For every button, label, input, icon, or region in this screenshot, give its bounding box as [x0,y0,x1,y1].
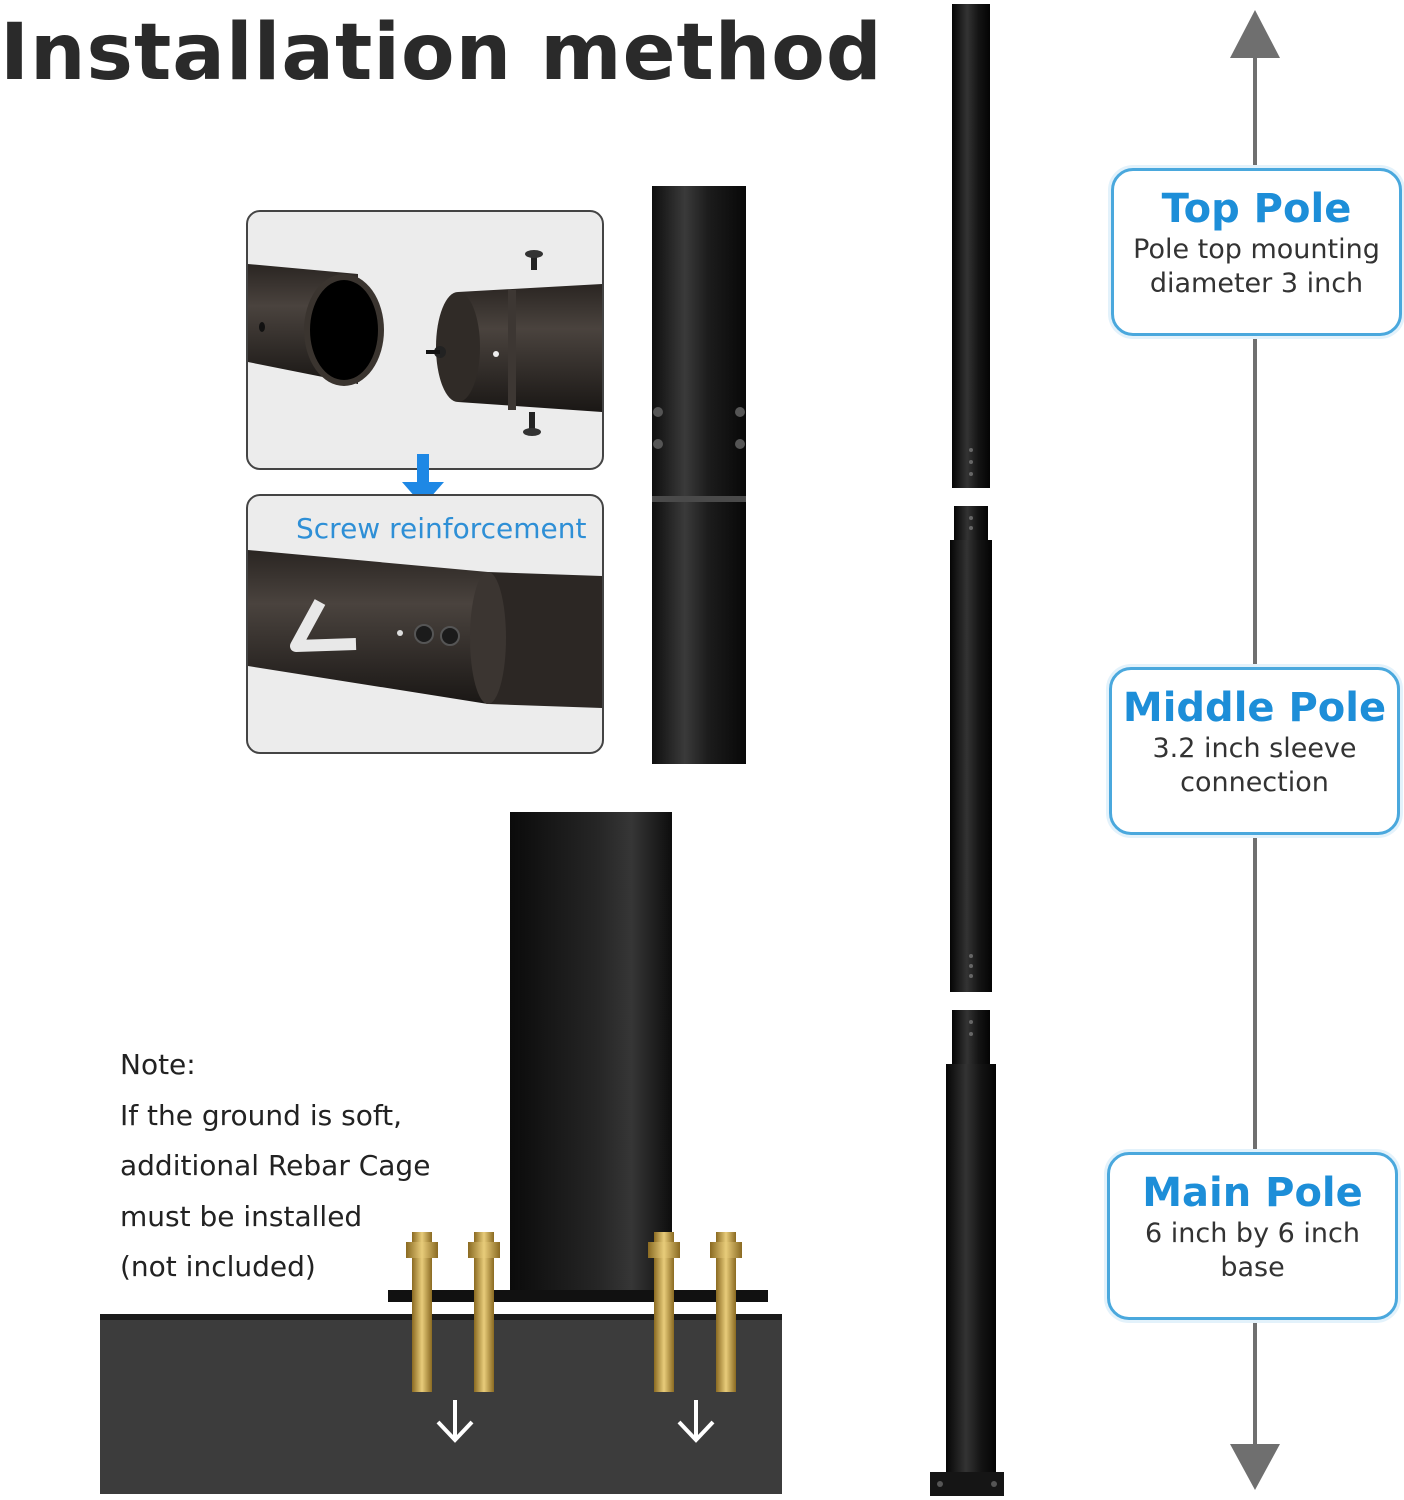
note-line: additional Rebar Cage [120,1149,431,1182]
top-pole-title: Top Pole [1161,186,1352,232]
base-plate [388,1290,768,1302]
down-arrow-icon [1230,1444,1280,1490]
concrete-ground [100,1314,782,1494]
top-pole-desc-line1: Pole top mounting [1133,234,1380,265]
note-line: must be installed [120,1199,363,1233]
middle-pole-desc-line2: connection [1180,767,1329,798]
page-title: Installation method [0,8,883,98]
base-anchor-illustration [100,812,782,1494]
top-pole-callout: Top Pole Pole top mounting diameter 3 in… [1111,168,1402,336]
main-pole-desc-line1: 6 inch by 6 inch [1145,1218,1360,1249]
note-line: (not included) [120,1250,316,1283]
middle-pole-callout: Middle Pole 3.2 inch sleeve connection [1109,667,1400,835]
up-arrow-icon [1230,10,1280,58]
sleeve-detail-illustration [248,250,602,436]
sleeve-detail-panel [246,210,604,470]
main-pole-title: Main Pole [1142,1170,1363,1216]
down-arrow-icon [436,1400,715,1443]
main-pole-section [930,1010,1004,1496]
top-pole-section [952,4,990,488]
anchor-bolt-group [406,1232,742,1392]
screw-detail-panel [246,494,604,754]
top-pole-desc-line2: diameter 3 inch [1149,268,1364,299]
note-line: If the ground is soft, [120,1098,403,1132]
main-pole-desc-line2: base [1220,1252,1285,1283]
note-text: Note: If the ground is soft, additional … [120,1040,430,1293]
middle-pole-title: Middle Pole [1122,685,1387,731]
middle-pole-section [950,506,992,992]
screw-reinforcement-label: Screw reinforcement [296,512,587,545]
pole-assembly [930,4,1004,1496]
base-pole [510,812,672,1302]
joint-pole-closeup [652,186,746,764]
screw-detail-illustration [248,550,602,708]
middle-pole-desc-line1: 3.2 inch sleeve [1152,733,1357,764]
main-pole-callout: Main Pole 6 inch by 6 inch base [1107,1152,1398,1320]
note-line: Note: [120,1048,196,1081]
